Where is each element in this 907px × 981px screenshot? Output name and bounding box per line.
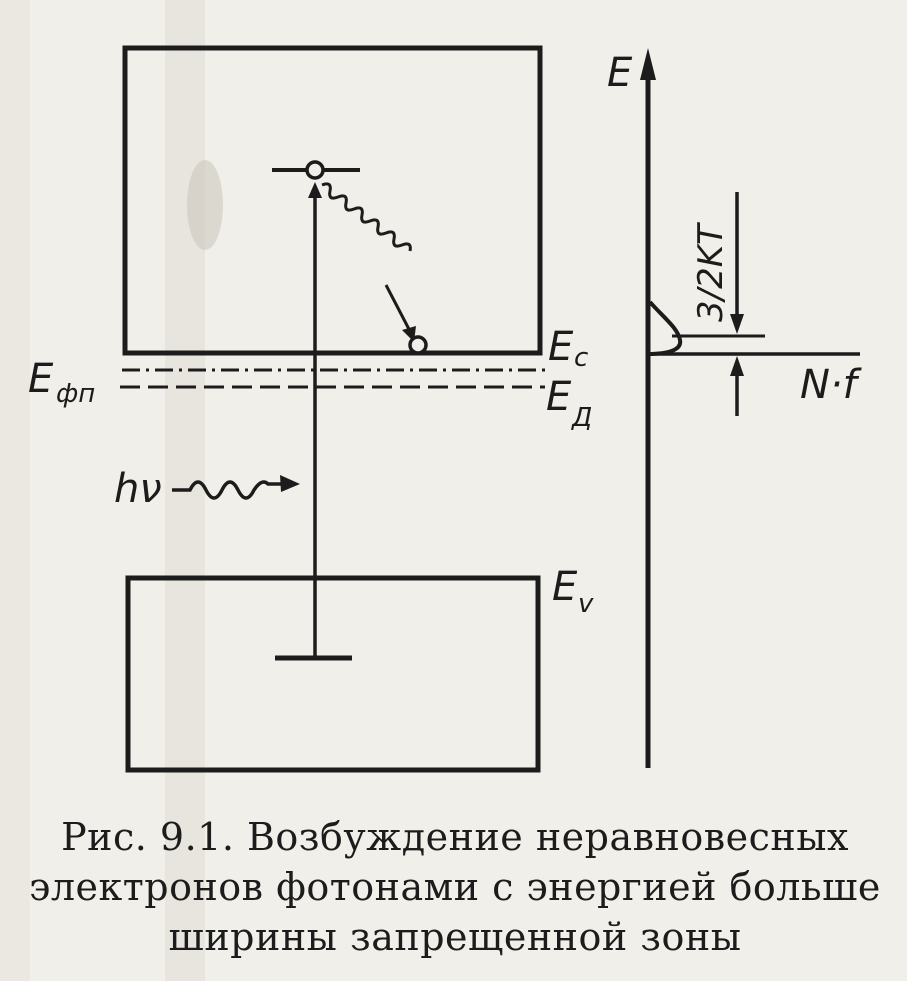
svg-text:v: v: [578, 589, 594, 619]
photon-energy-label: hν: [114, 466, 162, 512]
nf-axis-label: N·f: [800, 362, 863, 408]
caption-line-1: Рис. 9.1. Возбуждение неравновесных: [61, 815, 849, 859]
svg-text:E: E: [546, 374, 572, 420]
thermal-arrow-down-head: [730, 314, 744, 334]
relaxation-arrow-line: [384, 284, 414, 336]
energy-axis-arrow-head: [640, 48, 656, 80]
excited-electron: [305, 160, 325, 180]
svg-text:E: E: [548, 324, 574, 370]
svg-text:Д: Д: [571, 403, 592, 433]
svg-text:c: c: [574, 343, 588, 373]
svg-text:фп: фп: [56, 379, 95, 409]
thermal-energy-label: 3/2KT: [691, 222, 731, 322]
svg-text:E: E: [28, 356, 54, 402]
valence-band-edge-label: E v: [552, 564, 594, 619]
electron-distribution-curve: [647, 300, 683, 356]
relaxation-wavy-path: [321, 182, 412, 252]
relaxed-electron: [408, 335, 428, 355]
caption-line-3: ширины запрещенной зоны: [168, 915, 742, 959]
photon-wave: [172, 480, 285, 500]
energy-axis-label: E: [607, 50, 633, 96]
thermal-arrow-up-head: [730, 356, 744, 376]
donor-level-label: E Д: [546, 374, 592, 433]
svg-text:E: E: [552, 564, 578, 610]
valence-band-box: [125, 575, 541, 773]
excitation-arrow-head: [308, 182, 322, 198]
quasi-fermi-level-label: E фп: [28, 356, 95, 409]
photon-arrow-head: [280, 475, 300, 492]
conduction-band-box: [122, 45, 543, 356]
conduction-band-edge-label: E c: [548, 324, 588, 373]
figure-caption: Рис. 9.1. Возбуждение неравновесных элек…: [20, 812, 890, 962]
caption-line-2: электронов фотонами с энергией больше: [29, 865, 881, 909]
